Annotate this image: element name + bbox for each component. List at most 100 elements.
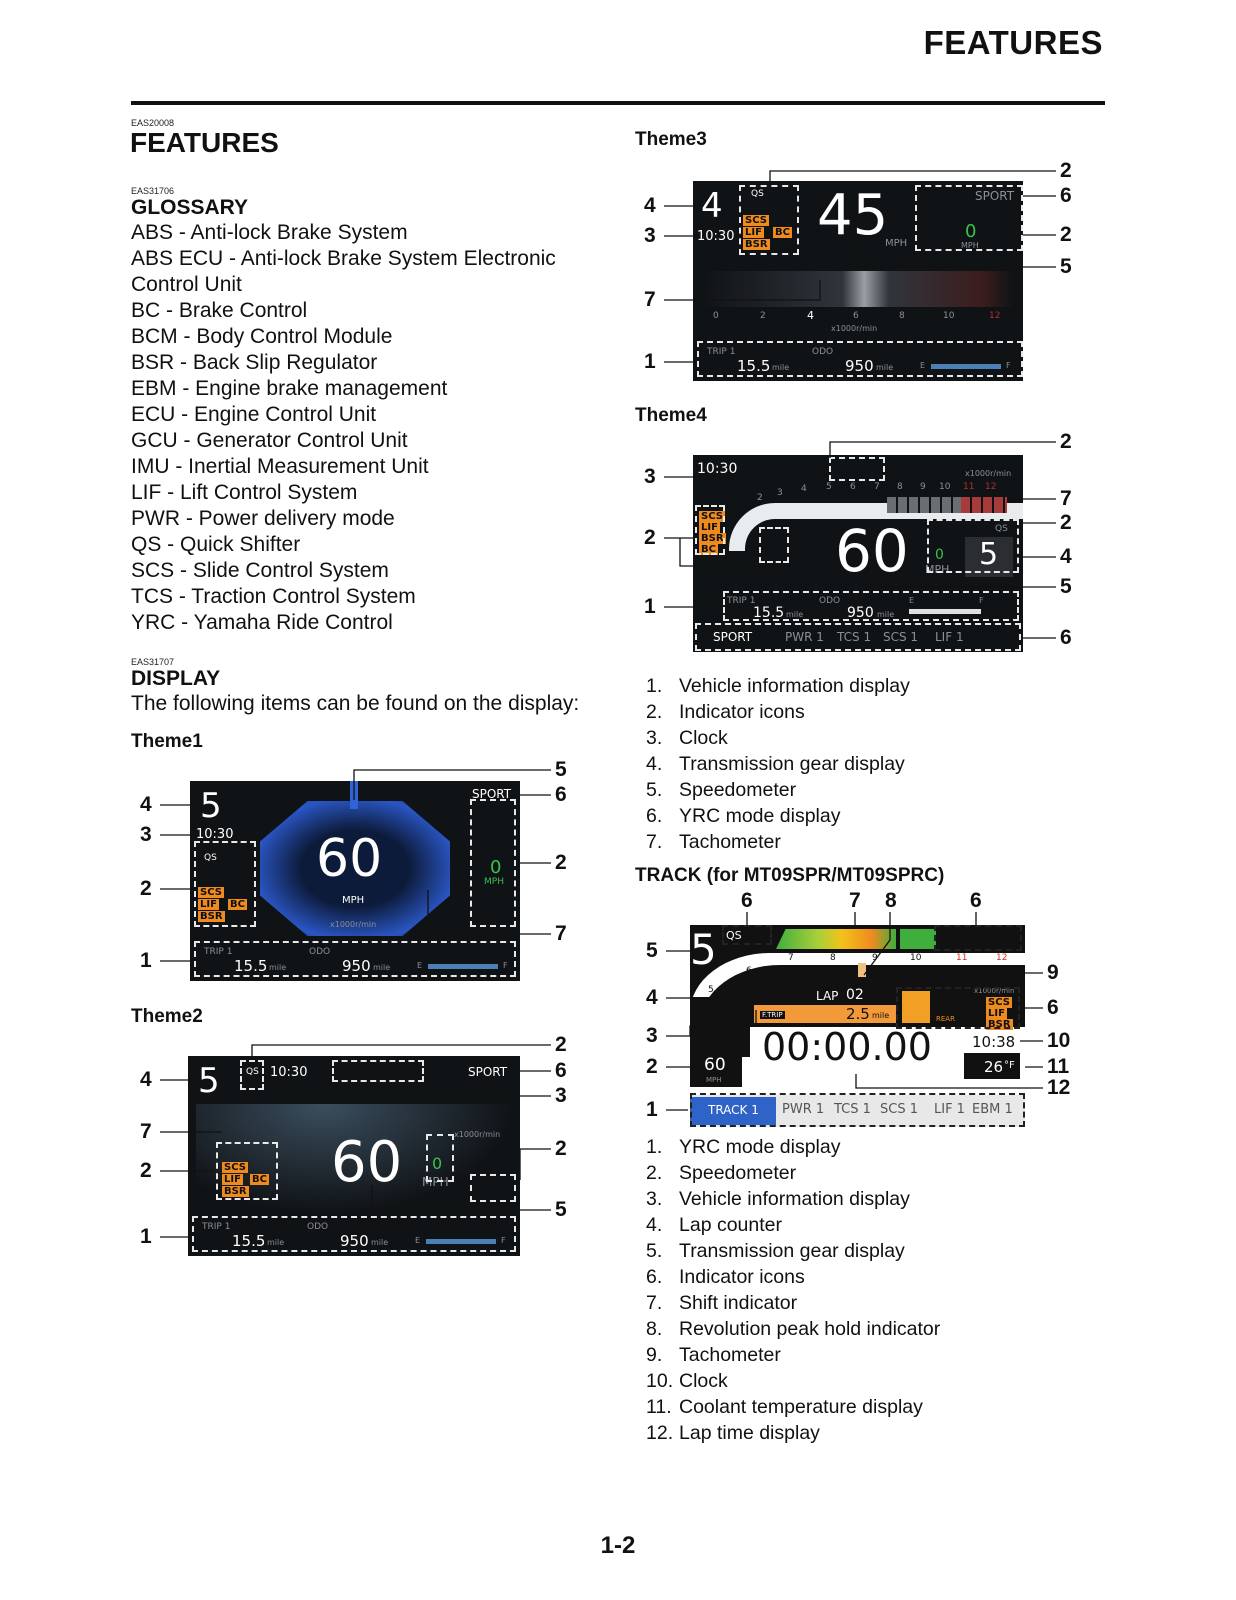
track-lif: LIF bbox=[986, 1008, 1007, 1019]
theme4-indicator-box-top bbox=[829, 457, 885, 481]
theme1-callout: 2 bbox=[140, 877, 152, 900]
theme3-bc: BC bbox=[773, 227, 792, 238]
glossary-item: LIF - Lift Control System bbox=[131, 481, 358, 504]
section-title: FEATURES bbox=[130, 127, 279, 158]
track-qs: QS bbox=[726, 929, 742, 942]
theme4-callout: 7 bbox=[1060, 487, 1072, 510]
theme2-bsr: BSR bbox=[222, 1186, 249, 1197]
theme2-display: 5 QS 10:30 SPORT 60 MPH x1000r/min 0 SCS… bbox=[188, 1056, 520, 1256]
section-code: EAS20008 bbox=[131, 118, 175, 128]
track-scs: SCS bbox=[986, 997, 1012, 1008]
theme3-callout: 2 bbox=[1060, 159, 1072, 182]
theme1-needle bbox=[350, 781, 358, 809]
glossary-title: GLOSSARY bbox=[131, 196, 249, 219]
theme4-callout: 2 bbox=[1060, 511, 1072, 534]
track-callout: 11 bbox=[1047, 1055, 1070, 1078]
theme3-callout: 4 bbox=[644, 194, 656, 217]
theme1-info-box bbox=[194, 941, 516, 977]
track-speed-box bbox=[690, 1053, 742, 1087]
legend-item: Clock bbox=[679, 1370, 728, 1392]
theme4-tach-redzone bbox=[961, 497, 1007, 513]
theme4-clock: 10:30 bbox=[697, 461, 738, 477]
theme1-lif: LIF bbox=[198, 899, 219, 910]
theme2-speed: 60 bbox=[331, 1130, 403, 1195]
theme4-mode-lif: LIF 1 bbox=[935, 630, 964, 644]
theme1-indicator-box-right bbox=[470, 799, 516, 927]
theme2-clock: 10:30 bbox=[270, 1065, 308, 1080]
theme3-display: 4 10:30 QS SCS LIF BC BSR 45 MPH SPORT 0… bbox=[693, 181, 1023, 381]
theme1-trip-unit: mile bbox=[269, 963, 287, 972]
track-tach-unit: x1000r/min bbox=[974, 987, 1015, 995]
theme4-qs: QS bbox=[995, 524, 1008, 534]
legend-item: Lap time display bbox=[679, 1422, 820, 1444]
glossary-item: YRC - Yamaha Ride Control bbox=[131, 611, 393, 634]
legend-item: Tachometer bbox=[679, 1344, 781, 1366]
theme1-fuel-f: F bbox=[503, 961, 508, 970]
theme1-gear: 5 bbox=[200, 786, 222, 826]
track-mode-scs: SCS 1 bbox=[880, 1102, 918, 1117]
legend-item: Revolution peak hold indicator bbox=[679, 1318, 941, 1340]
theme3-fuel-bar bbox=[931, 364, 1001, 369]
theme2-indicator-box-top bbox=[332, 1060, 424, 1082]
track-callout: 2 bbox=[646, 1055, 658, 1078]
theme4-indicator-box-mid bbox=[759, 527, 789, 563]
theme3-tach-tick: 12 bbox=[989, 311, 1001, 321]
track-speed: 60 bbox=[704, 1055, 726, 1075]
glossary-item: IMU - Inertial Measurement Unit bbox=[131, 455, 429, 478]
theme4-trip-value: 15.5 bbox=[753, 605, 785, 621]
theme4-mode-scs: SCS 1 bbox=[883, 630, 919, 644]
track-callout: 7 bbox=[849, 889, 861, 912]
theme4-callout: 2 bbox=[1060, 430, 1072, 453]
track-tach-tick: 6 bbox=[746, 966, 752, 976]
track-mode-active bbox=[690, 1097, 776, 1125]
theme3-trip-unit: mile bbox=[772, 363, 790, 372]
theme2-scs: SCS bbox=[222, 1162, 248, 1173]
theme3-gear: 4 bbox=[701, 186, 723, 226]
theme4-fuel-f: F bbox=[979, 596, 984, 605]
theme4-tach-tick: 5 bbox=[826, 482, 832, 492]
legend-item: Coolant temperature display bbox=[679, 1396, 923, 1418]
theme2-callout: 6 bbox=[555, 1059, 567, 1082]
track-shift-indicator-end bbox=[900, 929, 936, 949]
legend-item: Tachometer bbox=[679, 831, 781, 853]
theme3-trip-label: TRIP 1 bbox=[707, 347, 736, 357]
glossary-list: ABS - Anti-lock Brake System ABS ECU - A… bbox=[131, 220, 556, 636]
theme4-tach-tick: 3 bbox=[777, 488, 783, 498]
legend-item: Transmission gear display bbox=[679, 753, 905, 775]
theme4-trip-label: TRIP 1 bbox=[727, 596, 756, 606]
theme2-callout: 3 bbox=[555, 1084, 567, 1107]
theme4-info-box bbox=[723, 591, 1019, 621]
theme1-trip-label: TRIP 1 bbox=[204, 947, 233, 957]
theme2-tcs-value: 0 bbox=[432, 1154, 443, 1173]
page-number: 1-2 bbox=[600, 1532, 636, 1559]
track-gear: 5 bbox=[690, 925, 717, 974]
glossary-item: GCU - Generator Control Unit bbox=[131, 429, 408, 452]
track-lap-label: LAP bbox=[816, 989, 839, 1003]
theme4-fuel-bar bbox=[909, 609, 981, 614]
theme1-tach-unit: x1000r/min bbox=[330, 920, 377, 929]
theme1-speed-unit: MPH bbox=[342, 895, 365, 906]
theme3-callout: 7 bbox=[644, 288, 656, 311]
track-callout: 8 bbox=[885, 889, 897, 912]
theme2-tach-unit: x1000r/min bbox=[454, 1130, 501, 1139]
legend-number: 1. bbox=[646, 675, 663, 697]
theme3-tach-unit: x1000r/min bbox=[831, 324, 878, 333]
track-lap-value: 02 bbox=[846, 987, 864, 1003]
theme2-fuel-bar bbox=[426, 1239, 496, 1244]
track-clock: 10:38 bbox=[972, 1033, 1016, 1051]
track-shift-indicator bbox=[776, 929, 896, 949]
track-callout: 3 bbox=[646, 1024, 658, 1047]
track-tach-tick: 12 bbox=[996, 953, 1008, 963]
theme2-odo-value: 950 bbox=[340, 1232, 369, 1250]
theme2-callout: 2 bbox=[140, 1159, 152, 1182]
theme4-mode-box bbox=[695, 623, 1021, 651]
theme4-gear: 5 bbox=[979, 537, 999, 572]
legend-number: 12. bbox=[646, 1422, 674, 1444]
theme3-callout: 5 bbox=[1060, 255, 1072, 278]
theme4-indicator-box-right bbox=[927, 519, 1019, 573]
theme-legend: 1.Vehicle information display 2.Indicato… bbox=[646, 673, 910, 855]
legend-item: Indicator icons bbox=[679, 701, 805, 723]
legend-number: 7. bbox=[646, 831, 663, 853]
track-tach-tick: 8 bbox=[830, 953, 836, 963]
legend-item: Transmission gear display bbox=[679, 1240, 905, 1262]
